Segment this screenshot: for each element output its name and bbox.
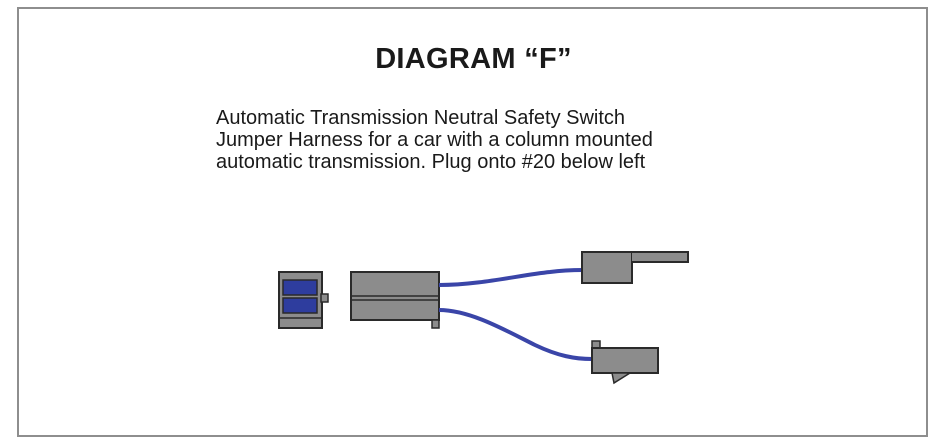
description-line-1: Automatic Transmission Neutral Safety Sw… (216, 107, 626, 129)
diagram-description: Automatic Transmission Neutral Safety Sw… (216, 107, 836, 173)
jumper-main-connector (350, 271, 440, 329)
lower-wire (438, 308, 593, 361)
terminal-slot-bottom (282, 297, 318, 314)
lower-terminal-connector (591, 340, 659, 385)
female-plug (278, 271, 329, 329)
terminal-slot-top (282, 279, 318, 296)
jumper-harness-illustration (278, 251, 689, 385)
description-line-3: automatic transmission. Plug onto #20 be… (216, 151, 646, 173)
diagram-frame (17, 7, 928, 437)
description-line-2: Jumper Harness for a car with a column m… (216, 129, 653, 151)
diagram-title: DIAGRAM “F” (375, 43, 572, 75)
upper-terminal-connector (581, 251, 689, 284)
upper-wire (438, 268, 584, 287)
